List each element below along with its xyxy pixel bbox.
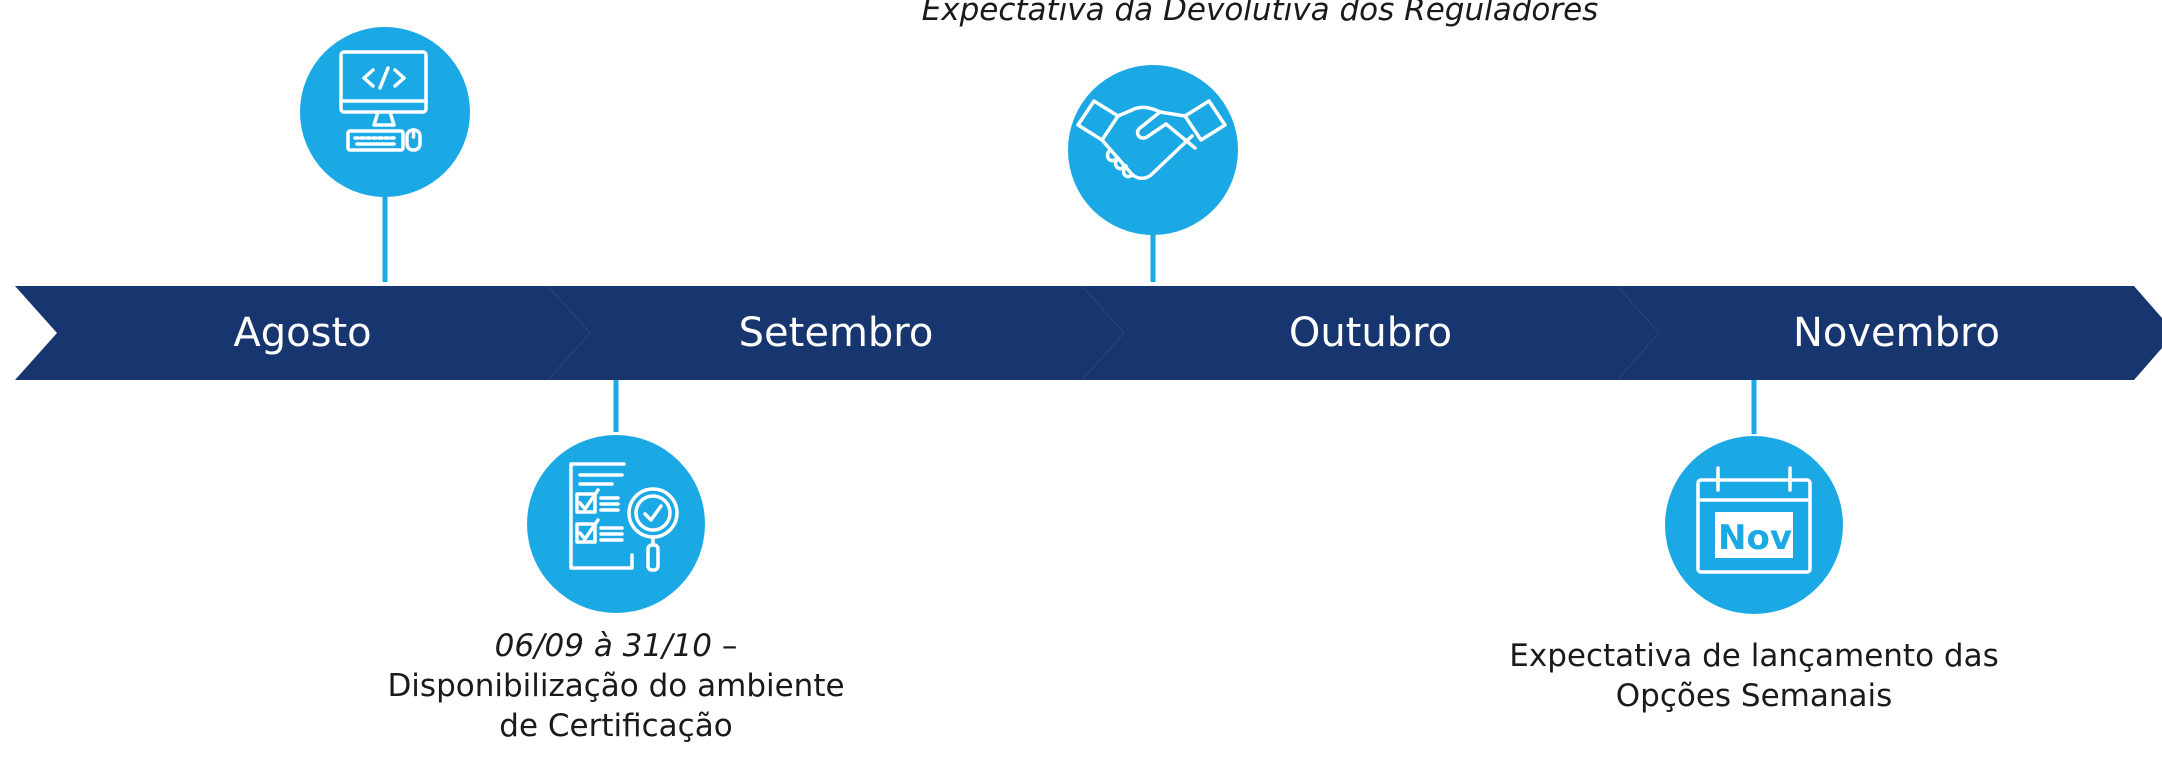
launch-caption: Expectativa de lançamento das Opções Sem… (1504, 636, 2004, 716)
certification-date-line: 06/09 à 31/10 – (366, 626, 866, 666)
connectors (382, 190, 1757, 434)
regulators-feedback-caption: Expectativa da Devolutiva dos Reguladore… (921, 0, 1599, 28)
certification-line-1: Disponibilização do ambiente (387, 668, 845, 704)
handshake-icon (1076, 99, 1227, 180)
launch-line-2: Opções Semanais (1615, 678, 1893, 714)
chevron-novembro (1617, 286, 2162, 380)
certification-separator: – (721, 628, 738, 664)
chevron-agosto (15, 286, 590, 380)
month-label-setembro: Setembro (738, 310, 934, 356)
checklist-magnifier-icon (569, 462, 679, 572)
launch-line-1: Expectativa de lançamento das (1509, 638, 1999, 674)
calendar-icon (1696, 466, 1812, 574)
month-label-outubro: Outubro (1288, 310, 1453, 356)
month-label-agosto: Agosto (233, 310, 372, 356)
month-label-novembro: Novembro (1792, 310, 2001, 356)
circle-handshake (1068, 65, 1238, 235)
month-chevrons (15, 286, 2162, 380)
certification-line-2: de Certificação (499, 708, 733, 744)
chevron-setembro (548, 286, 1124, 380)
circle-checklist (527, 435, 705, 613)
calendar-month-text: Nov (1718, 518, 1792, 558)
certification-date: 06/09 à 31/10 (494, 628, 713, 664)
chevron-outubro (1082, 286, 1659, 380)
certification-caption: 06/09 à 31/10 – Disponibilização do ambi… (366, 626, 866, 746)
computer-code-icon (339, 50, 428, 152)
